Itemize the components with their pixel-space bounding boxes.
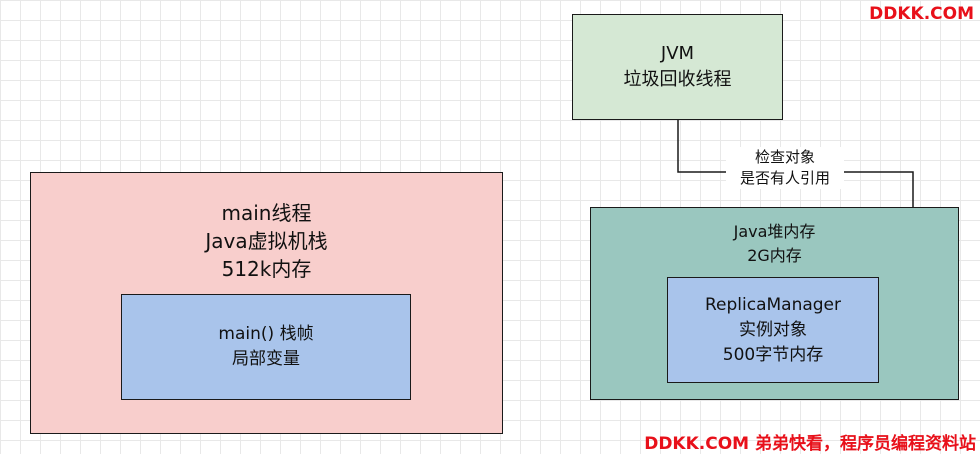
watermark-top: DDKK.COM [869, 4, 974, 24]
local-variables-label: 局部变量 [232, 349, 300, 369]
jvm-stack-label: Java虚拟机栈 [205, 229, 328, 253]
jvm-gc-thread-box: JVM 垃圾回收线程 [572, 14, 783, 120]
edge-label-line-1: 检查对象 [754, 148, 815, 166]
main-thread-title: main线程 [221, 201, 312, 225]
object-size-label: 500字节内存 [722, 344, 824, 365]
heap-size-label: 2G内存 [747, 246, 802, 265]
stack-size-label: 512k内存 [221, 257, 312, 281]
edge-label-line-2: 是否有人引用 [739, 169, 830, 187]
jvm-title: JVM [660, 43, 695, 64]
replica-manager-object-box: ReplicaManager 实例对象 500字节内存 [667, 277, 879, 383]
java-heap-title: Java堆内存 [733, 222, 816, 241]
instance-object-label: 实例对象 [739, 319, 807, 340]
main-stack-frame-box: main() 栈帧 局部变量 [121, 294, 411, 400]
object-class-name: ReplicaManager [704, 294, 842, 315]
gc-check-edge-label: 检查对象 是否有人引用 [726, 147, 844, 189]
watermark-bottom: DDKK.COM 弟弟快看，程序员编程资料站 [644, 434, 976, 454]
stack-frame-title: main() 栈帧 [218, 324, 314, 344]
gc-thread-label: 垃圾回收线程 [623, 69, 732, 90]
